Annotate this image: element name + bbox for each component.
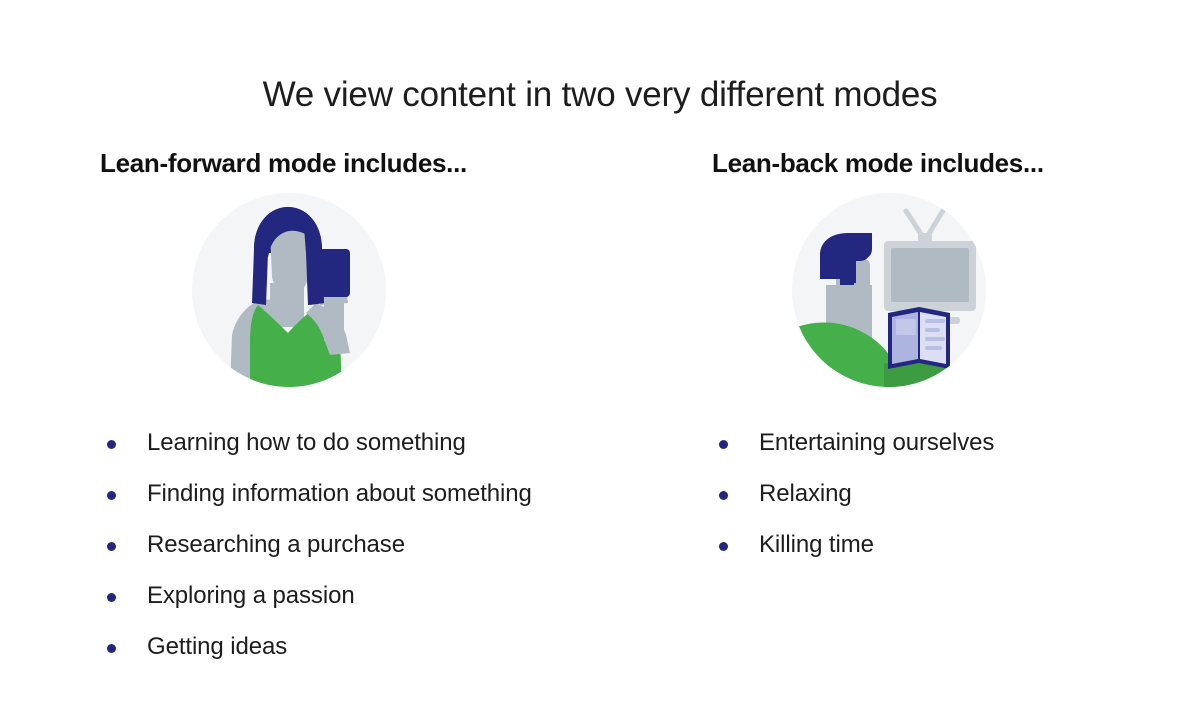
list-item-label: Entertaining ourselves [759, 429, 995, 457]
columns-container: Lean-forward mode includes... [0, 126, 1200, 686]
bullet-dot-icon [107, 541, 116, 551]
woman-holding-phone-illustration [192, 193, 386, 387]
list-item-label: Getting ideas [147, 633, 288, 661]
person-watching-tv-with-book-illustration [792, 193, 986, 387]
bullet-list-lean-back: Entertaining ourselves Relaxing Killing … [712, 418, 1200, 571]
bullet-dot-icon [719, 439, 728, 449]
bullet-dot-icon [719, 490, 728, 500]
page-title: We view content in two very different mo… [262, 75, 938, 115]
list-item: Learning how to do something [100, 418, 620, 469]
list-item-label: Relaxing [759, 480, 852, 508]
column-lean-back: Lean-back mode includes... [712, 126, 1200, 686]
bullet-dot-icon [719, 541, 728, 551]
column-lean-forward: Lean-forward mode includes... [100, 126, 620, 686]
list-item: Researching a purchase [100, 520, 620, 571]
list-item: Getting ideas [100, 622, 620, 673]
list-item: Killing time [712, 520, 1200, 571]
column-heading-lean-forward: Lean-forward mode includes... [100, 147, 467, 178]
list-item-label: Learning how to do something [147, 429, 466, 457]
list-item-label: Exploring a passion [147, 582, 355, 610]
bullet-dot-icon [107, 592, 116, 602]
list-item: Finding information about something [100, 469, 620, 520]
list-item-label: Researching a purchase [147, 531, 405, 559]
list-item: Exploring a passion [100, 571, 620, 622]
list-item-label: Killing time [759, 531, 874, 559]
bullet-list-lean-forward: Learning how to do something Finding inf… [100, 418, 620, 673]
bullet-dot-icon [107, 490, 116, 500]
bullet-dot-icon [107, 643, 116, 653]
bullet-dot-icon [107, 439, 116, 449]
list-item: Relaxing [712, 469, 1200, 520]
list-item: Entertaining ourselves [712, 418, 1200, 469]
column-heading-lean-back: Lean-back mode includes... [712, 147, 1044, 178]
list-item-label: Finding information about something [147, 480, 532, 508]
